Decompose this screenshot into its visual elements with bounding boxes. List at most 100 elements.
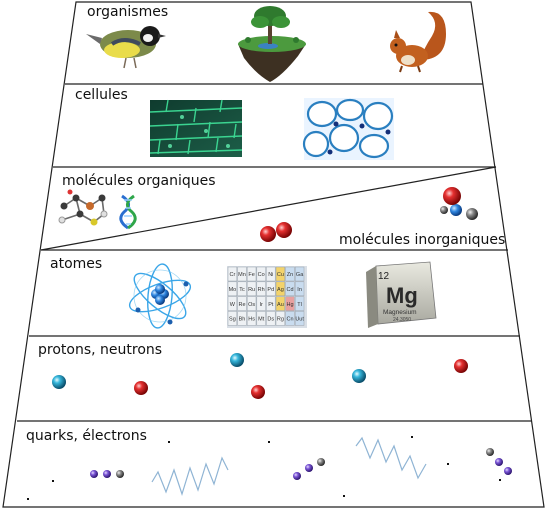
electron-dots (27, 436, 501, 500)
level-label-protons-neutrons: protons, neutrons (38, 342, 163, 358)
plant-cells-image (149, 99, 243, 157)
periodic-cell (275, 296, 286, 311)
periodic-cell-symbol: Uut (295, 317, 304, 323)
periodic-cell-symbol: Rg (277, 317, 284, 323)
dioxygen-molecule-image (260, 222, 292, 242)
level-cellules (149, 98, 394, 160)
level-molecules (58, 187, 478, 242)
periodic-cell-symbol: Au (277, 302, 284, 308)
periodic-cell (266, 311, 276, 326)
periodic-cell (246, 311, 257, 326)
periodic-cell-symbol: Bh (239, 317, 246, 323)
periodic-cell-symbol: Fe (248, 272, 254, 278)
quark-triplet (90, 470, 124, 478)
quark-triplet (293, 458, 325, 480)
level-quarks-electrons (27, 436, 512, 500)
atom-nucleus (135, 281, 189, 325)
periodic-cell (227, 266, 238, 282)
bird-image (86, 26, 166, 69)
proton-ball (454, 359, 468, 373)
floating-island-image (238, 6, 306, 82)
periodic-cell-symbol: Ni (268, 272, 273, 278)
periodic-cell-symbol: Os (248, 302, 255, 308)
periodic-cell-symbol: Mn (238, 272, 246, 278)
proton-ball (251, 385, 265, 399)
periodic-cell (266, 281, 276, 297)
periodic-cell-symbol: Ds (267, 317, 274, 323)
periodic-cell-symbol: Tc (239, 287, 245, 293)
periodic-cell (237, 266, 247, 282)
periodic-cell (294, 266, 305, 282)
atom-model-image (128, 263, 192, 329)
periodic-cell (256, 281, 266, 297)
periodic-cell-symbol: Sg (229, 317, 236, 323)
periodic-cell (285, 311, 295, 326)
periodic-cell-symbol: Hg (286, 302, 293, 308)
organic-molecule-image (58, 189, 108, 226)
element-tile-image: 12 Mg Magnesium 24.3050 (366, 261, 437, 328)
periodic-cell (227, 311, 238, 326)
periodic-cell-symbol: Tl (297, 302, 302, 308)
element-name: Magnesium (383, 309, 417, 316)
level-label-cellules: cellules (75, 87, 128, 103)
element-symbol: Mg (386, 283, 418, 308)
element-mass: 24.3050 (393, 317, 411, 323)
periodic-cell (275, 266, 286, 282)
periodic-cell-symbol: Mt (258, 317, 265, 323)
periodic-cell-symbol: Cu (277, 272, 284, 278)
periodic-cell (227, 296, 238, 311)
level-label-molecules-organiques: molécules organiques (62, 173, 216, 189)
periodic-cell-symbol: Pd (267, 287, 274, 293)
periodic-cell (237, 281, 247, 297)
periodic-cell-symbol: W (230, 302, 236, 308)
periodic-cell (256, 266, 266, 282)
periodic-cell (285, 281, 295, 297)
periodic-cell (246, 266, 257, 282)
periodic-cell-symbol: Hs (248, 317, 255, 323)
periodic-cell (256, 296, 266, 311)
periodic-cell-symbol: Cd (286, 287, 293, 293)
periodic-cell (285, 296, 295, 311)
triatomic-molecule-image (440, 187, 478, 220)
proton-ball (134, 381, 148, 395)
neutron-ball (352, 369, 366, 383)
periodic-cell (294, 296, 305, 311)
level-organismes (86, 6, 446, 82)
gluon-wave (151, 456, 229, 496)
periodic-cell-symbol: Cr (229, 272, 235, 278)
periodic-cell (227, 281, 238, 297)
periodic-cell (275, 311, 286, 326)
tissue-cells-image (302, 98, 394, 160)
gluon-wave (355, 436, 427, 480)
periodic-cell-symbol: Ga (296, 272, 304, 278)
level-label-molecules-inorganiques: molécules inorganiques (339, 232, 506, 248)
periodic-cell-symbol: Ru (248, 287, 255, 293)
periodic-cell (294, 281, 305, 297)
periodic-cell (256, 311, 266, 326)
periodic-cell-symbol: Co (258, 272, 265, 278)
periodic-cell-symbol: In (297, 287, 302, 293)
periodic-cell-symbol: Mo (229, 287, 237, 293)
neutron-ball (52, 375, 66, 389)
periodic-cell-symbol: Zn (287, 272, 293, 278)
periodic-cell-symbol: Rh (258, 287, 265, 293)
level-label-atomes: atomes (50, 256, 103, 272)
level-label-quarks-electrons: quarks, électrons (26, 428, 147, 444)
periodic-cell-symbol: Cn (286, 317, 293, 323)
periodic-cell-symbol: Re (238, 302, 245, 308)
squirrel-image (390, 11, 446, 73)
periodic-cell-symbol: Ir (260, 302, 264, 308)
quark-triplet (486, 448, 512, 475)
periodic-cell (275, 281, 286, 297)
periodic-cell (237, 311, 247, 326)
dna-helix-image (119, 194, 137, 230)
periodic-cell (246, 296, 257, 311)
level-label-organismes: organismes (87, 4, 169, 20)
periodic-cell (294, 311, 305, 326)
neutron-ball (230, 353, 244, 367)
